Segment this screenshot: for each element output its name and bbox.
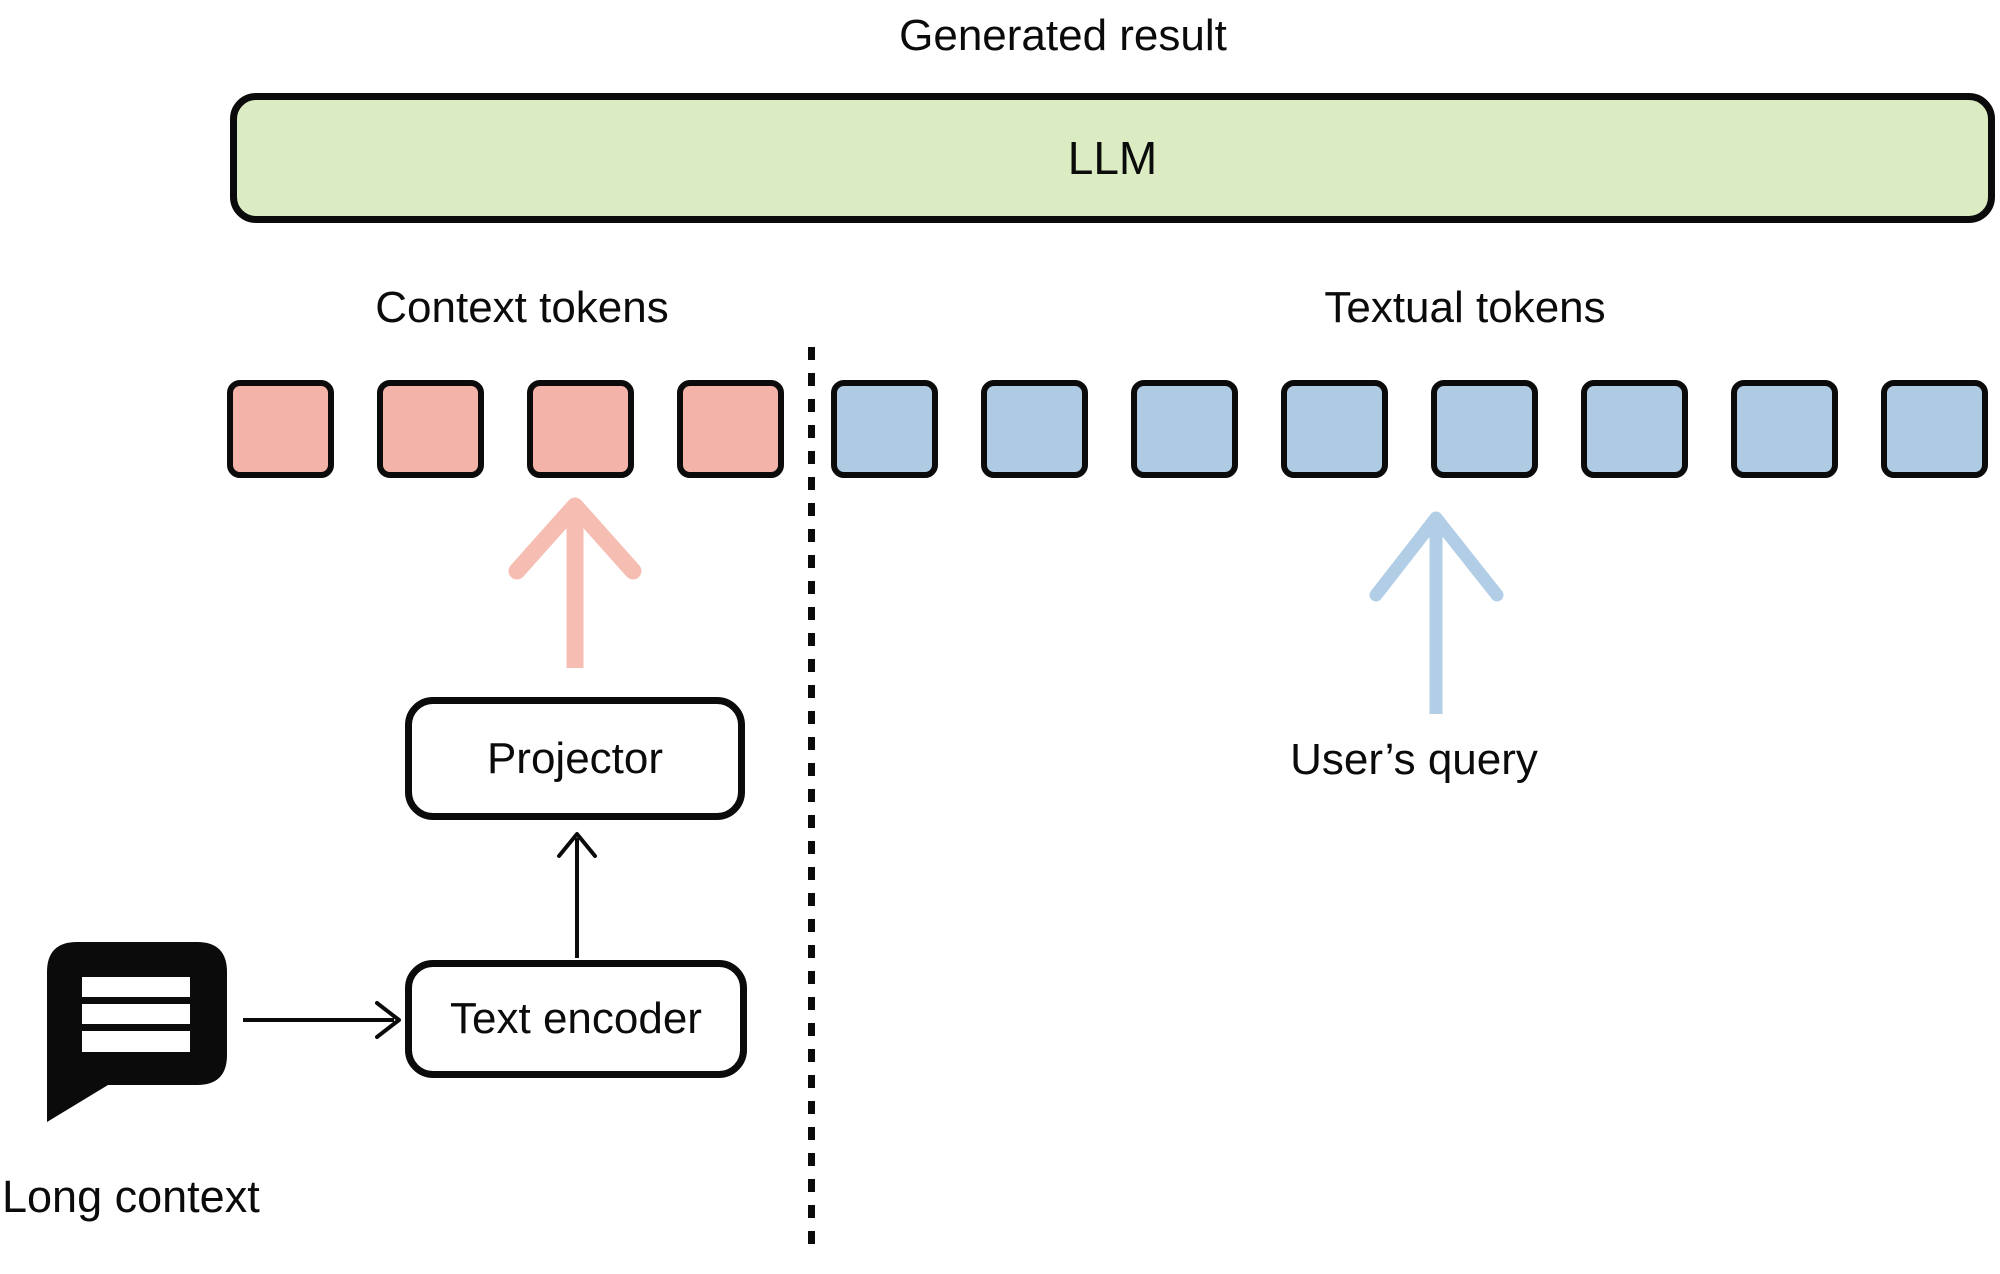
projector-box: Projector <box>405 697 745 820</box>
context-token-row <box>227 380 784 478</box>
users-query-label: User’s query <box>1290 735 1538 784</box>
textual-token <box>1281 380 1388 478</box>
textual-token <box>1731 380 1838 478</box>
textual-token <box>981 380 1088 478</box>
textual-token <box>1581 380 1688 478</box>
textual-token <box>1431 380 1538 478</box>
speech-bubble-text-line <box>82 1031 190 1052</box>
textual-token <box>1131 380 1238 478</box>
dashed-divider <box>808 347 815 1254</box>
context-token <box>227 380 334 478</box>
textual-token <box>1881 380 1988 478</box>
text-encoder-label: Text encoder <box>450 994 702 1043</box>
llm-label: LLM <box>1067 132 1158 184</box>
speech-bubble-text-line <box>82 1004 190 1024</box>
llm-box: LLM <box>230 93 1995 223</box>
context-token <box>527 380 634 478</box>
textual-token <box>831 380 938 478</box>
context-to-encoder-arrow-icon <box>243 1001 401 1039</box>
encoder-to-projector-arrow-icon <box>557 832 597 958</box>
speech-bubble-text-line <box>82 977 190 997</box>
users-query-arrow-icon <box>1369 511 1504 714</box>
context-tokens-label: Context tokens <box>375 283 669 332</box>
textual-tokens-label: Textual tokens <box>1324 283 1606 332</box>
speech-bubble-icon <box>47 942 227 1122</box>
context-arrow-icon <box>508 497 642 668</box>
generated-result-label: Generated result <box>899 11 1227 60</box>
context-token <box>677 380 784 478</box>
projector-label: Projector <box>486 733 664 783</box>
context-token <box>377 380 484 478</box>
long-context-label: Long context <box>2 1171 260 1222</box>
textual-token-row <box>831 380 1988 478</box>
text-encoder-box: Text encoder <box>405 960 747 1078</box>
